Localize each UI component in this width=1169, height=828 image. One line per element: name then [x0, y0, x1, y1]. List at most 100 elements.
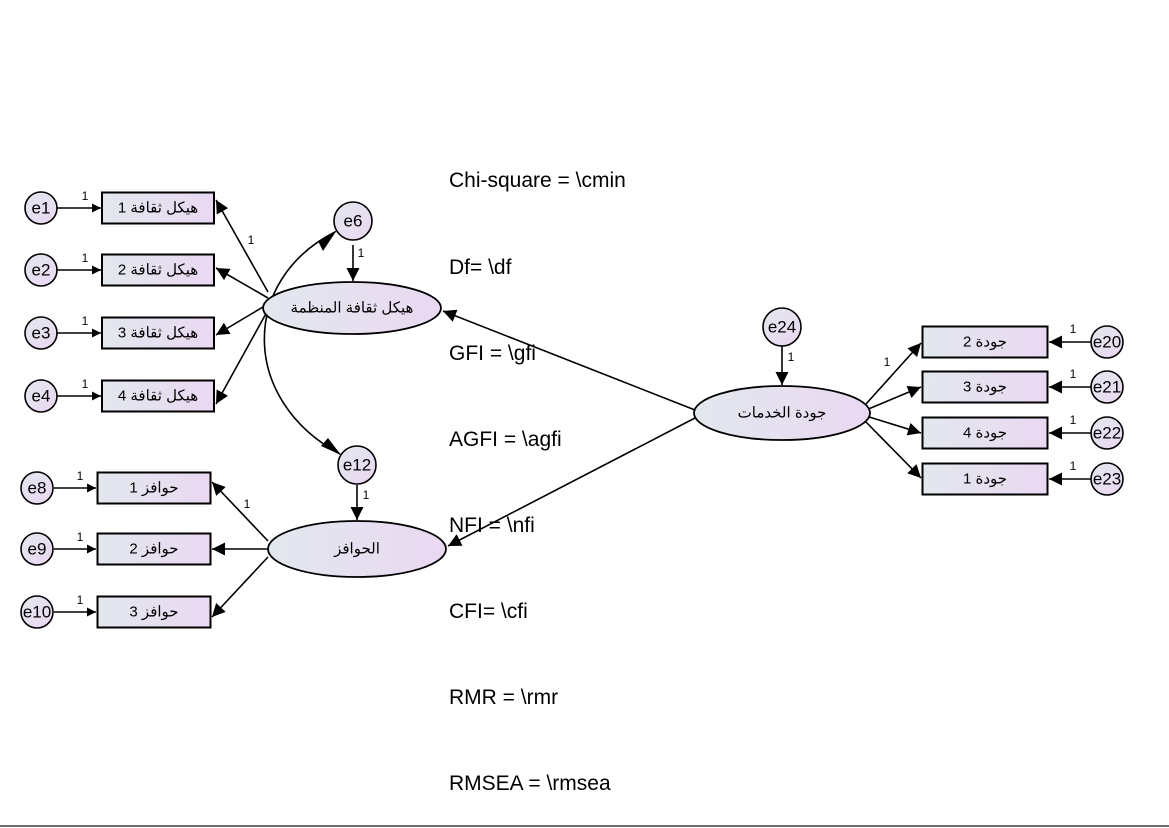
error-e3-label: e3 — [32, 324, 51, 343]
indicator-incentive-3-label: حوافز 3 — [129, 604, 178, 621]
loading-fixed-incentive: 1 — [244, 497, 251, 511]
error-e20-circle — [1090, 325, 1124, 359]
error-weight-e1: 1 — [82, 189, 89, 203]
loading-fixed-culture: 1 — [248, 233, 255, 247]
error-weight-e3: 1 — [82, 314, 89, 328]
structural-path-quality-incentives — [447, 417, 696, 547]
loading-path-quality-2 — [865, 386, 922, 411]
error-e1-circle — [24, 191, 58, 225]
indicator-quality-1-box — [921, 325, 1049, 359]
indicator-quality-2-label: جودة 3 — [963, 379, 1007, 396]
loading-path-culture-3 — [215, 303, 269, 336]
error-e2-label: e2 — [32, 261, 51, 280]
error-e10-label: e10 — [23, 603, 51, 622]
error-e23-circle — [1090, 462, 1124, 496]
fit-df: Df= \df — [449, 255, 512, 279]
latent-quality-label: جودة الخدمات — [738, 405, 827, 422]
indicator-incentive-2-label: حوافز 2 — [129, 541, 178, 558]
fit-rmsea: RMSEA = \rmsea — [449, 772, 611, 796]
fit-chi-square: Chi-square = \cmin — [449, 169, 626, 193]
error-e4-circle — [24, 379, 58, 413]
indicator-culture-4-box — [101, 379, 215, 413]
indicator-quality-4-box — [921, 462, 1049, 496]
error-weight-e2: 1 — [82, 251, 89, 265]
error-weight-e20: 1 — [1070, 322, 1077, 336]
loading-path-incentive-1 — [211, 481, 269, 542]
loading-path-culture-2 — [215, 267, 269, 299]
structural-path-quality-culture — [442, 309, 696, 411]
loading-path-quality-3 — [865, 415, 922, 436]
error-weight-e9: 1 — [77, 530, 84, 544]
error-weight-e21: 1 — [1070, 367, 1077, 381]
latent-culture-ellipse — [262, 281, 442, 335]
disturbance-e24-label: e24 — [768, 318, 796, 337]
indicator-quality-3-label: جودة 4 — [963, 425, 1007, 442]
indicator-quality-3-box — [921, 416, 1049, 450]
error-weight-e23: 1 — [1070, 459, 1077, 473]
indicator-culture-3-label: هيكل ثقافة 3 — [118, 325, 198, 342]
disturbance-e12-label: e12 — [343, 456, 371, 475]
disturbance-weight-e6: 1 — [358, 246, 365, 260]
error-weight-e4: 1 — [82, 377, 89, 391]
disturbance-weight-e24: 1 — [788, 350, 795, 364]
indicator-culture-1-box — [101, 191, 215, 225]
indicator-incentive-2-box — [96, 532, 212, 566]
error-weight-e10: 1 — [77, 593, 84, 607]
error-e21-label: e21 — [1093, 378, 1121, 397]
latent-quality-ellipse — [693, 385, 871, 441]
indicator-culture-3-box — [101, 316, 215, 350]
disturbance-weight-e12: 1 — [363, 488, 370, 502]
indicator-culture-1-label: هيكل ثقافة 1 — [118, 200, 198, 217]
indicator-culture-2-box — [101, 253, 215, 287]
error-e3-circle — [24, 316, 58, 350]
loading-path-incentive-3 — [211, 556, 269, 618]
error-e22-label: e22 — [1093, 424, 1121, 443]
edges-layer — [54, 199, 1092, 618]
error-e1-label: e1 — [32, 199, 51, 218]
indicator-incentive-3-box — [96, 595, 212, 629]
indicator-incentive-1-label: حوافز 1 — [129, 480, 178, 497]
loading-path-quality-1 — [865, 342, 922, 405]
loading-path-quality-4 — [865, 421, 922, 479]
error-e21-circle — [1090, 370, 1124, 404]
indicator-quality-1-label: جودة 2 — [963, 334, 1007, 351]
latent-culture-label: هيكل ثقافة المنظمة — [291, 300, 414, 317]
error-e23-label: e23 — [1093, 470, 1121, 489]
disturbance-e6-circle — [333, 201, 373, 241]
error-e22-circle — [1090, 416, 1124, 450]
fit-cfi: CFI= \cfi — [449, 599, 528, 623]
error-e2-circle — [24, 253, 58, 287]
indicator-culture-4-label: هيكل ثقافة 4 — [118, 388, 198, 405]
error-e8-circle — [20, 471, 54, 505]
fit-indices-block: Chi-square = \cmin Df= \df GFI = \gfi AG… — [449, 110, 626, 828]
error-e9-label: e9 — [28, 540, 47, 559]
indicator-quality-2-box — [921, 370, 1049, 404]
latent-incentives-label: الحوافز — [333, 541, 380, 558]
loading-path-culture-4 — [215, 309, 269, 405]
covariance-arrowhead-e6 — [318, 230, 337, 251]
indicator-quality-4-label: جودة 1 — [963, 471, 1007, 488]
indicator-culture-2-label: هيكل ثقافة 2 — [118, 262, 198, 279]
fit-rmr: RMR = \rmr — [449, 686, 559, 710]
fit-gfi: GFI = \gfi — [449, 341, 536, 365]
indicator-incentive-1-box — [96, 471, 212, 505]
latent-incentives-ellipse — [267, 520, 447, 578]
error-e4-label: e4 — [32, 387, 51, 406]
disturbance-e24-circle — [762, 307, 802, 347]
error-e9-circle — [20, 532, 54, 566]
covariance-e6-e12 — [263, 231, 341, 455]
fit-agfi: AGFI = \agfi — [449, 427, 562, 451]
disturbance-e6-label: e6 — [344, 212, 363, 231]
nodes-layer: 1 1 1 1 1 1 1 1 1 1 1 هيكل ثقافة 1 e1 هيكل ثقافة 2 e2 ه… — [20, 189, 1124, 629]
error-e8-label: e8 — [28, 479, 47, 498]
error-e10-circle — [20, 595, 54, 629]
error-weight-e22: 1 — [1070, 413, 1077, 427]
covariance-arrowhead-e12 — [321, 438, 341, 455]
loading-path-culture-1 — [215, 199, 269, 293]
loading-fixed-quality: 1 — [884, 355, 891, 369]
fit-nfi: NFI = \nfi — [449, 513, 535, 537]
error-e20-label: e20 — [1093, 333, 1121, 352]
error-weight-e8: 1 — [77, 469, 84, 483]
disturbance-e12-circle — [337, 445, 377, 485]
